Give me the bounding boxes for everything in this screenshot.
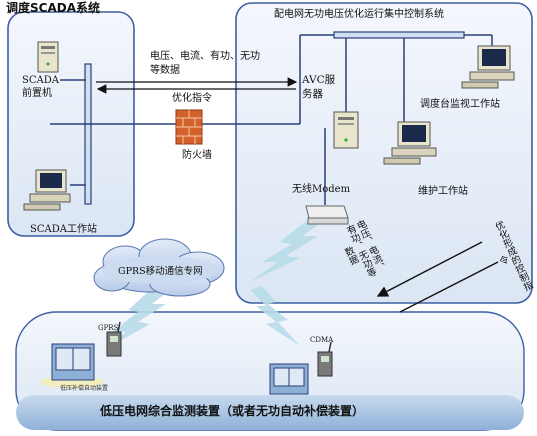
wireless-bolt-left bbox=[104, 290, 170, 350]
firewall-label: 防火墙 bbox=[182, 150, 212, 161]
cmd-diagonal-arrow bbox=[376, 241, 483, 297]
avc-server-label: AVC服务器 bbox=[302, 74, 336, 100]
command-label: 优化指令 bbox=[172, 93, 212, 104]
cdma-terminal-icon bbox=[317, 341, 333, 377]
modem-icon bbox=[305, 205, 349, 225]
modem-label: 无线Modem bbox=[292, 184, 351, 195]
firewall-icon bbox=[175, 109, 203, 145]
dispatch-workstation-label: 调度台监视工作站 bbox=[420, 99, 500, 110]
scada-bus bbox=[84, 63, 92, 205]
field-bar bbox=[16, 395, 524, 430]
control-center-title: 配电网无功电压优化运行集中控制系统 bbox=[274, 9, 444, 20]
gprs-cloud bbox=[93, 238, 225, 297]
compensation-cabinet-icon-2 bbox=[269, 363, 309, 395]
wireless-bolt-right bbox=[250, 286, 300, 346]
cdma-device-label: CDMA bbox=[310, 336, 334, 344]
wireless-bolt-upper bbox=[250, 222, 322, 282]
control-bus bbox=[333, 31, 465, 39]
scada-front-label: SCADA前置机 bbox=[22, 75, 59, 99]
maintenance-workstation-icon[interactable] bbox=[383, 121, 437, 165]
field-bottom-label: 低压电网综合监测装置（或者无功自动补偿装置） bbox=[100, 404, 365, 418]
gprs-device-label: GPRS bbox=[98, 324, 119, 332]
data-flow-label: 电压、电流、有功、无功等数据 bbox=[150, 51, 260, 76]
compensation-cabinet-icon bbox=[40, 343, 104, 388]
workstation-icon[interactable] bbox=[23, 169, 71, 211]
device-caption: 低压补偿自动装置 bbox=[60, 385, 109, 392]
dispatch-workstation-icon[interactable] bbox=[461, 45, 515, 89]
gprs-cloud-label: GPRS移动通信专网 bbox=[118, 266, 203, 277]
gprs-terminal-icon bbox=[106, 321, 122, 357]
scada-workstation-label: SCADA工作站 bbox=[30, 224, 97, 235]
avc-server-icon[interactable] bbox=[333, 111, 359, 149]
server-icon[interactable] bbox=[37, 41, 59, 73]
maintenance-workstation-label: 维护工作站 bbox=[418, 186, 468, 197]
scada-title: 调度SCADA系统 bbox=[6, 1, 100, 15]
